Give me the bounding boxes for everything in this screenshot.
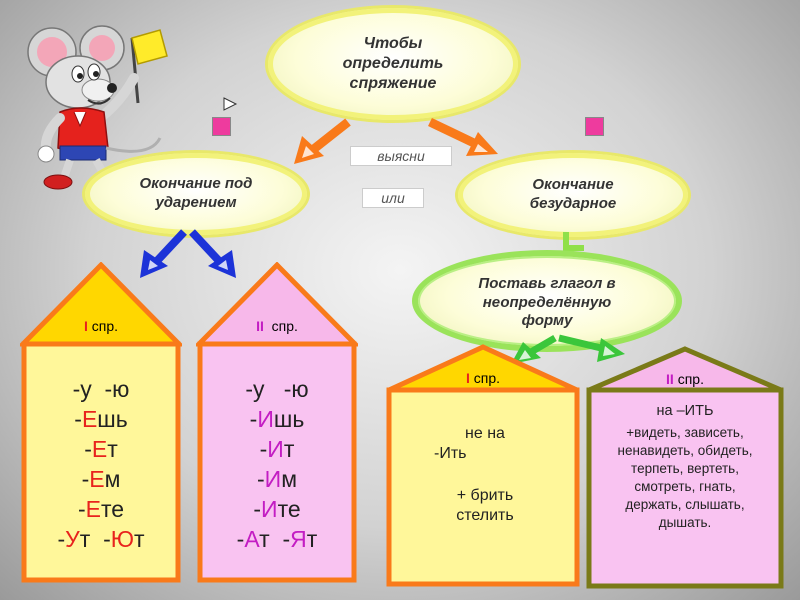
house-2-shape	[196, 262, 358, 583]
house-4-text: на –ИТЬ +видеть, зависеть, ненавидеть, о…	[617, 403, 753, 530]
stressed-ending-oval: Окончание под ударением	[82, 150, 310, 238]
blue-arrows	[140, 229, 236, 278]
stressed-ending-text: Окончание под ударением	[139, 175, 253, 211]
or-tag: или	[362, 188, 424, 208]
house-4-shape	[586, 346, 784, 589]
infinitive-text: Поставь глагол в неопределённую форму	[478, 274, 616, 330]
house-2-label: II спр.	[256, 318, 298, 334]
triangle-icon	[223, 97, 238, 111]
house-4-label: II спр.	[666, 371, 704, 387]
house-3-text: не на -Ить + брить стелить	[434, 425, 514, 524]
house-1-label: I спр.	[83, 318, 119, 334]
house-3-shape	[386, 344, 580, 587]
marker-square-right	[585, 117, 604, 136]
central-question-text: Чтобы определить спряжение	[342, 35, 444, 92]
marker-square-left	[212, 117, 231, 136]
mouse-mascot-image	[20, 8, 180, 198]
explain-tag: выясни	[350, 146, 452, 166]
green-connector	[563, 232, 584, 251]
house-3-label: I спр.	[465, 370, 501, 386]
mouse-icon	[27, 25, 168, 190]
house-1-shape	[20, 262, 182, 583]
unstressed-ending-oval: Окончание безударное	[455, 150, 691, 240]
central-question-oval: Чтобы определить спряжение	[265, 5, 521, 123]
green-arrows	[511, 334, 625, 364]
unstressed-ending-text: Окончание безударное	[529, 176, 617, 212]
infinitive-oval: Поставь глагол в неопределённую форму	[412, 250, 682, 352]
house-2-endings: -у -ю -Ишь -Ит -Им -Ите -Ат -Ят	[236, 376, 318, 552]
house-1-endings: -у -ю -Ешь -Ет -Ем -Ете -Ут -Ют	[57, 376, 145, 552]
orange-arrows	[294, 117, 498, 164]
